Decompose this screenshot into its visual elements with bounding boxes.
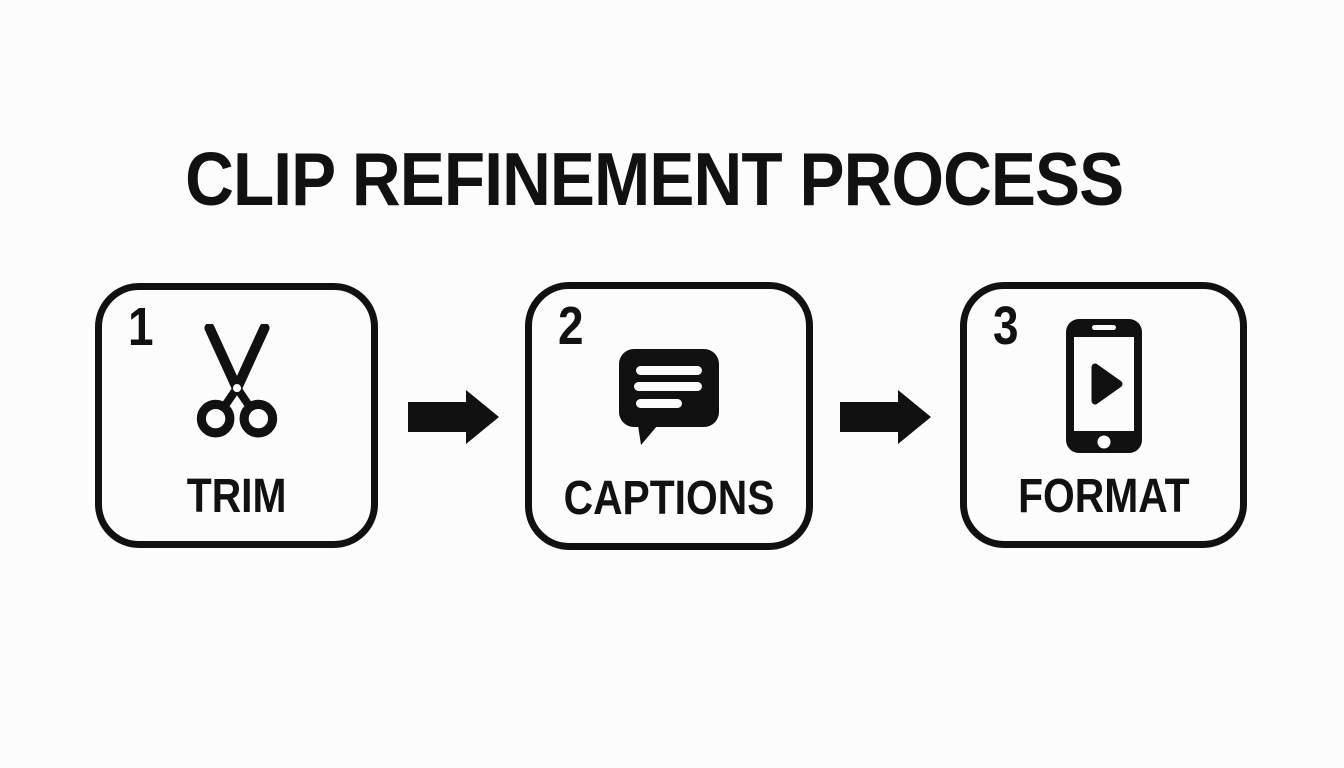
step-label: FORMAT xyxy=(1017,470,1190,523)
step-number: 3 xyxy=(993,296,1019,356)
step-number: 2 xyxy=(558,296,584,356)
speech-bubble-icon xyxy=(619,349,719,445)
scissors-icon xyxy=(185,324,289,440)
arrow-right-icon xyxy=(408,389,500,445)
step-box-captions: 2 CAPTIONS xyxy=(525,282,813,550)
arrow-right-icon xyxy=(840,389,932,445)
step-label: CAPTIONS xyxy=(563,472,775,525)
page-title: CLIP REFINEMENT PROCESS xyxy=(184,137,1124,222)
smartphone-play-icon xyxy=(1064,317,1144,455)
step-label: TRIM xyxy=(186,470,287,523)
step-number: 1 xyxy=(128,297,154,357)
step-box-format: 3 FORMAT xyxy=(960,282,1247,548)
step-box-trim: 1 TRIM xyxy=(95,283,378,548)
